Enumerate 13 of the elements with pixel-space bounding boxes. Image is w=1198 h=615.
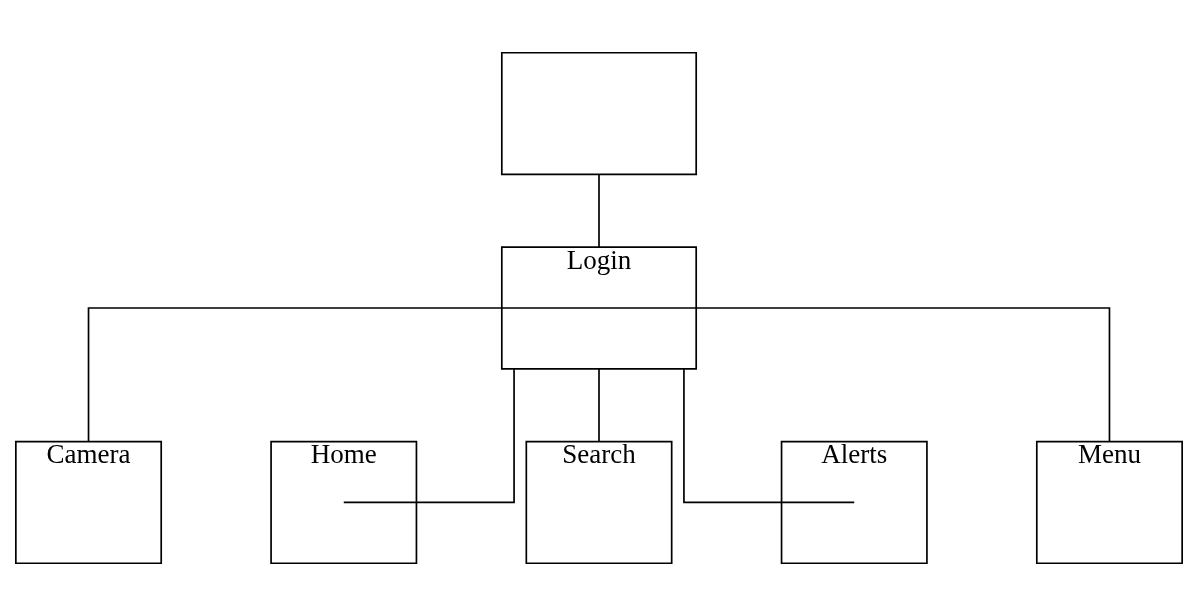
connector (87, 306, 600, 442)
node-box: Home (270, 440, 418, 564)
node-box: Login (500, 245, 698, 370)
connector (683, 367, 856, 503)
node-box: Menu (1035, 440, 1183, 564)
connector (598, 367, 600, 442)
connector (598, 173, 600, 248)
node-box (500, 51, 698, 175)
connector (342, 367, 515, 503)
node-box: Camera (15, 440, 163, 564)
node-box: Search (525, 440, 673, 564)
connector (598, 306, 1111, 442)
node-box: Alerts (780, 440, 928, 564)
